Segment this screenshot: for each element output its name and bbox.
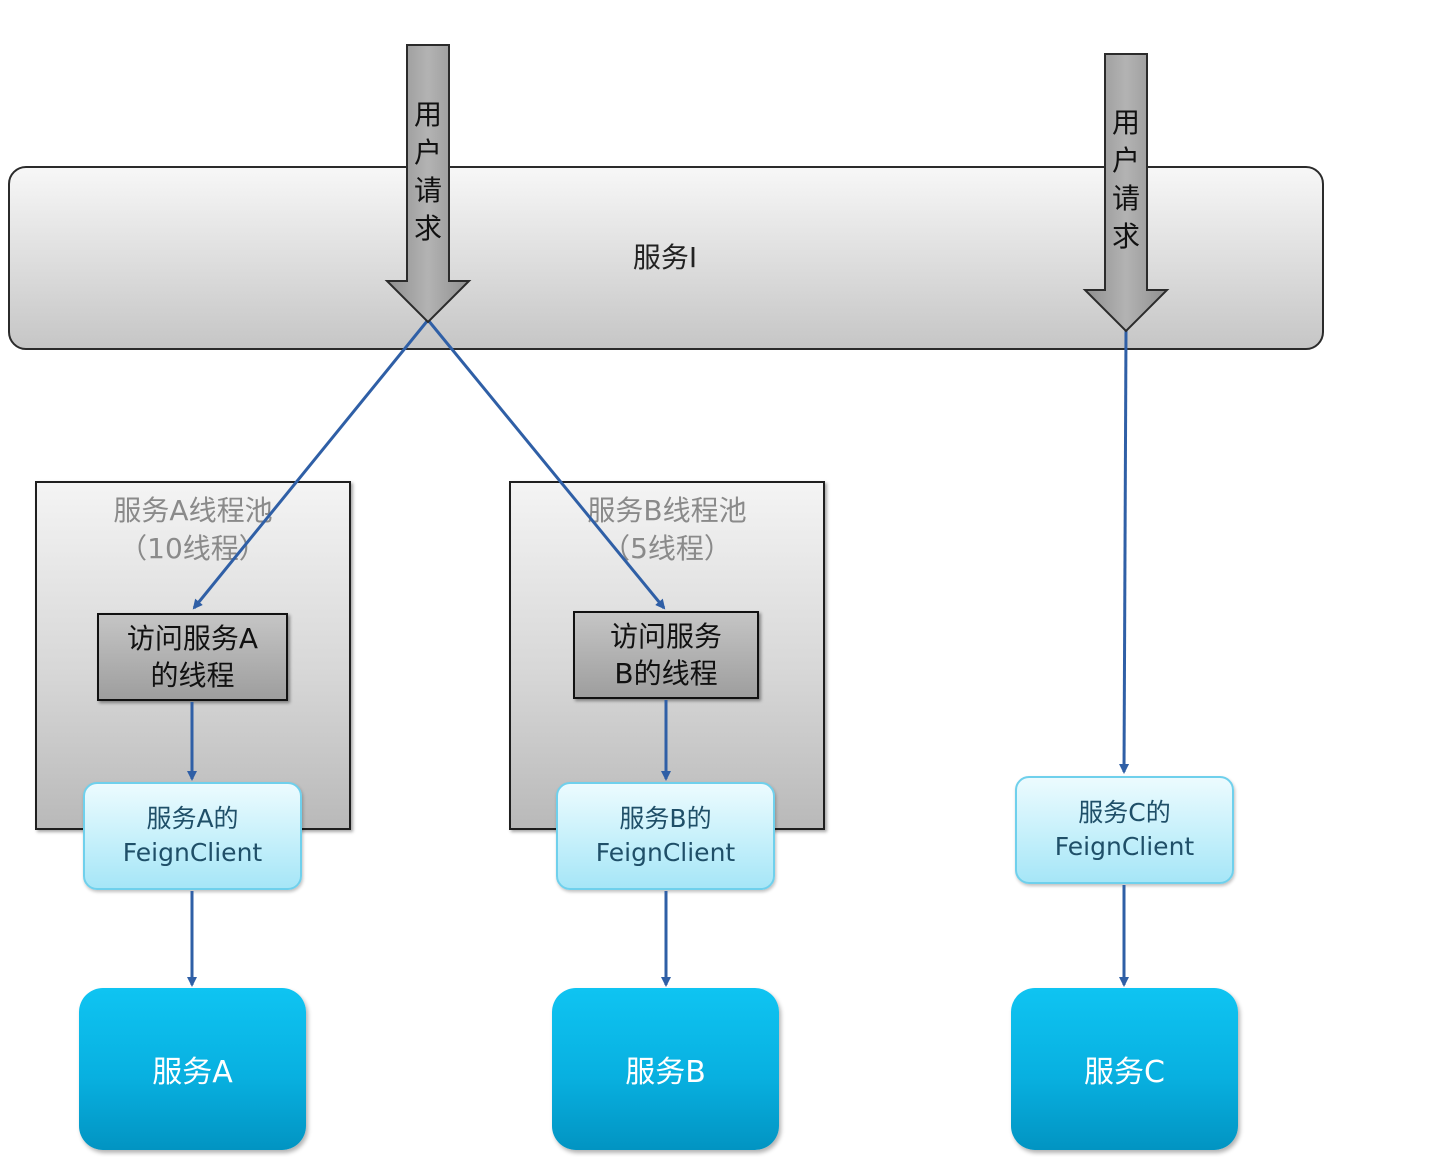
thread-pool-b-title: 服务B线程池 （5线程） [509,492,825,568]
user-request-left-char-1: 用 [413,98,442,131]
thread-b-line1: 访问服务 [609,620,722,653]
feign-client-b-line1: 服务B的 [619,804,712,833]
thread-pool-a-title-line1: 服务A线程池 [113,494,273,527]
thread-a-box: 访问服务A 的线程 [97,613,288,701]
service-i-label: 服务I [632,241,698,274]
thread-pool-b-title-line1: 服务B线程池 [587,494,747,527]
user-request-left-label: 用 户 请 求 [408,96,448,248]
connector-request-to-thread-a [192,319,430,610]
user-request-right-label: 用 户 请 求 [1106,104,1146,256]
thread-a-line2: 的线程 [150,659,235,692]
feign-client-a: 服务A的 FeignClient [83,782,302,890]
user-request-right-char-2: 户 [1111,144,1140,177]
user-request-arrow-right [1082,53,1170,333]
thread-b-line2: B的线程 [614,657,718,690]
service-c-label: 服务C [1084,1055,1165,1090]
service-c-node: 服务C [1011,988,1238,1150]
feign-client-b: 服务B的 FeignClient [556,782,775,890]
feign-client-a-line1: 服务A的 [146,804,239,833]
thread-b-box: 访问服务 B的线程 [573,611,759,699]
service-b-node: 服务B [552,988,779,1150]
feign-client-c-line2: FeignClient [1054,832,1195,861]
user-request-arrow-left [384,44,472,324]
feign-client-a-line2: FeignClient [122,838,263,867]
user-request-left-char-3: 请 [413,174,442,207]
user-request-left-char-2: 户 [413,136,442,169]
connector-request-to-thread-b [426,319,666,610]
feign-client-c-line1: 服务C的 [1078,798,1171,827]
service-a-label: 服务A [152,1055,233,1090]
service-b-label: 服务B [625,1055,706,1090]
service-a-node: 服务A [79,988,306,1150]
user-request-right-char-1: 用 [1111,106,1140,139]
user-request-right-char-3: 请 [1111,182,1140,215]
connector-request-to-feign-c [1119,329,1130,774]
thread-pool-a-title: 服务A线程池 （10线程） [35,492,351,568]
feign-client-b-line2: FeignClient [595,838,736,867]
user-request-left-char-4: 求 [413,212,442,245]
thread-a-line1: 访问服务A [126,622,259,655]
feign-client-c: 服务C的 FeignClient [1015,776,1234,884]
user-request-right-char-4: 求 [1111,220,1140,253]
